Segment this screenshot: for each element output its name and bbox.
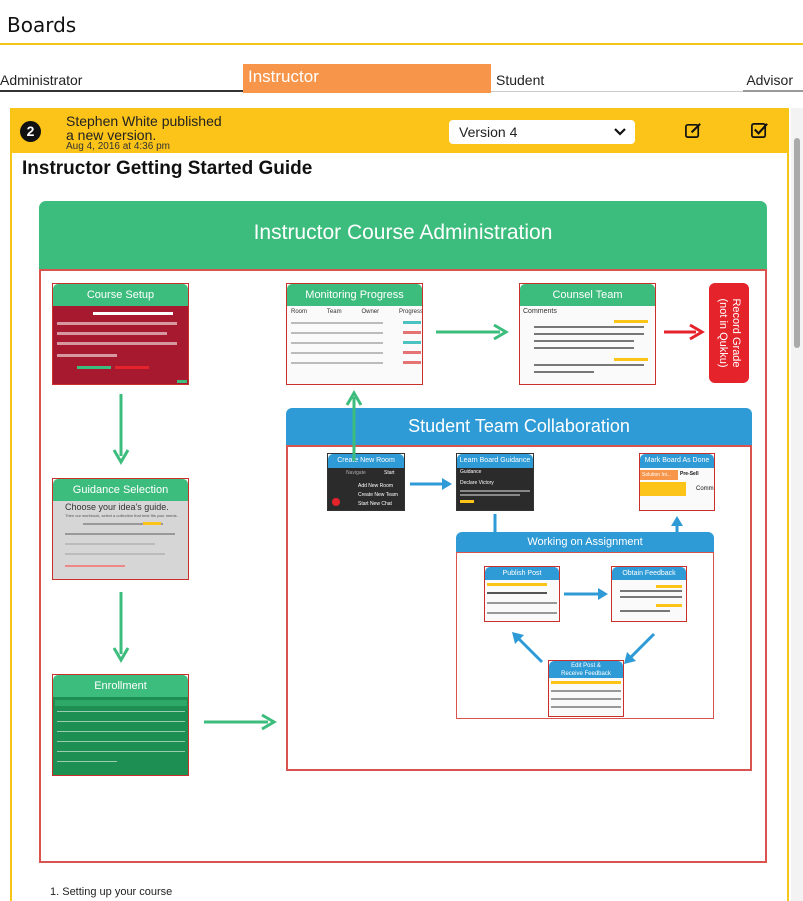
arrow-feedback-to-edit	[624, 632, 656, 664]
edit-post-box: Edit Post & Receive Feedback	[548, 660, 624, 717]
arrow-guidance-to-work	[489, 514, 501, 552]
record-grade-box: Record Grade (not in Qukku)	[709, 283, 749, 383]
enrollment-label: Enrollment	[53, 675, 188, 697]
arrow-edit-to-publish	[512, 632, 544, 664]
step-item-1: 1. Setting up your course	[50, 886, 173, 898]
room-menu-chat: Start New Chat	[358, 501, 392, 507]
checkbox-icon[interactable]	[750, 121, 769, 140]
chevron-down-icon	[614, 128, 626, 136]
version-count-badge: 2	[20, 121, 41, 142]
publish-post-label: Publish Post	[485, 567, 559, 580]
mark-board-done-thumbnail: Solution Ini... Pre-Sell Comm	[640, 468, 714, 510]
learn-board-guidance-label: Learn Board Guidance	[457, 454, 533, 468]
arrow-room-to-guidance	[410, 478, 452, 490]
page-scrollbar[interactable]	[791, 108, 803, 901]
app-title: Boards	[7, 13, 77, 37]
arrow-setup-to-guidance	[112, 394, 130, 465]
obtain-feedback-thumbnail	[612, 580, 686, 621]
monitoring-progress-label: Monitoring Progress	[287, 284, 422, 306]
diagram-header: Instructor Course Administration	[39, 201, 767, 269]
room-nav-label: Navigate	[346, 470, 366, 476]
collaboration-header: Student Team Collaboration	[286, 408, 752, 445]
publish-post-box: Publish Post	[484, 566, 560, 622]
student-collaboration-section: Student Team Collaboration Create New Ro…	[286, 408, 752, 771]
pre-sell-label: Pre-Sell	[680, 471, 699, 477]
board-card: 2 Stephen White published a new version.…	[10, 108, 789, 901]
course-setup-box: Course Setup	[52, 283, 189, 385]
mark-board-done-label: Mark Board As Done	[640, 454, 714, 468]
monitor-col-team: Team	[326, 309, 342, 315]
room-menu-team: Create New Team	[358, 492, 398, 498]
role-tabs: Administrator Instructor Student Advisor	[0, 64, 803, 94]
learn-board-guidance-thumbnail: Guidance Declare Victory	[457, 468, 533, 510]
guidance-selection-thumbnail: Choose your idea's guide. Then our workb…	[53, 501, 188, 579]
tab-advisor[interactable]: Advisor	[743, 64, 803, 92]
publish-date: Aug 4, 2016 at 4:36 pm	[66, 141, 170, 152]
counsel-team-thumbnail: Comments	[520, 306, 655, 384]
publish-post-thumbnail	[485, 580, 559, 621]
room-avatar-icon	[332, 498, 340, 506]
counsel-team-box: Counsel Team Comments	[519, 283, 656, 385]
counsel-team-label: Counsel Team	[520, 284, 655, 306]
room-start-label: Start	[384, 470, 395, 476]
working-on-assignment-section: Working on Assignment Publish Post Obtai…	[456, 532, 714, 719]
steps-list: 1. Setting up your course	[50, 886, 172, 898]
obtain-feedback-label: Obtain Feedback	[612, 567, 686, 580]
working-on-assignment-label: Working on Assignment	[456, 532, 714, 552]
obtain-feedback-box: Obtain Feedback	[611, 566, 687, 622]
scrollbar-thumb[interactable]	[794, 138, 800, 348]
version-select[interactable]: Version 4	[449, 120, 635, 144]
guidance-selection-box: Guidance Selection Choose your idea's gu…	[52, 478, 189, 580]
arrow-publish-to-feedback	[564, 588, 608, 600]
edit-icon[interactable]	[684, 121, 703, 140]
counsel-thumb-comments: Comments	[523, 308, 557, 315]
tab-instructor[interactable]: Instructor	[243, 64, 491, 93]
comments-short-label: Comm	[696, 486, 714, 492]
room-menu-add: Add New Room	[358, 483, 394, 489]
monitor-col-room: Room	[291, 309, 308, 315]
record-grade-label: Record Grade	[730, 298, 742, 368]
edit-post-label-line2: Receive Feedback	[561, 671, 611, 677]
edit-post-label: Edit Post & Receive Feedback	[549, 661, 623, 678]
tab-student[interactable]: Student	[491, 64, 743, 92]
create-new-room-thumbnail: Navigate Start Add New Room Create New T…	[328, 468, 404, 510]
guide-title: Instructor Getting Started Guide	[22, 158, 313, 179]
workflow-diagram: Instructor Course Administration Course …	[39, 201, 767, 863]
app-header: Boards	[0, 0, 803, 45]
guidance-thumb-title: Choose your idea's guide.	[65, 502, 169, 512]
guidance-tab-label: Guidance	[460, 469, 482, 475]
record-grade-note: (not in Qukku)	[717, 298, 729, 368]
mark-board-done-box: Mark Board As Done Solution Ini... Pre-S…	[639, 453, 715, 511]
working-on-assignment-body	[456, 552, 714, 719]
guidance-thumb-sub: Then our workbook, select a collection t…	[65, 513, 178, 518]
solution-tab-label: Solution Ini...	[640, 470, 678, 480]
enrollment-thumbnail	[53, 697, 188, 775]
edit-post-thumbnail	[549, 678, 623, 716]
declare-victory-label: Declare Victory	[460, 480, 494, 486]
monitor-col-owner: Owner	[361, 309, 380, 315]
monitor-col-progress: Progress	[398, 309, 423, 315]
arrow-work-to-done	[671, 516, 683, 552]
collaboration-body	[286, 445, 752, 771]
arrow-counsel-to-grade	[664, 323, 705, 341]
version-bar: 2 Stephen White published a new version.…	[12, 110, 787, 153]
guidance-selection-label: Guidance Selection	[53, 479, 188, 501]
publisher-line-2: a new version.	[66, 127, 157, 143]
tab-administrator[interactable]: Administrator	[0, 64, 243, 92]
course-setup-thumbnail	[53, 306, 188, 384]
enrollment-box: Enrollment	[52, 674, 189, 776]
learn-board-guidance-box: Learn Board Guidance Guidance Declare Vi…	[456, 453, 534, 511]
monitoring-progress-box: Monitoring Progress Room Team Owner Prog…	[286, 283, 423, 385]
arrow-enrollment-to-collaboration	[204, 713, 277, 731]
edit-post-label-line1: Edit Post &	[571, 663, 601, 669]
monitoring-progress-thumbnail: Room Team Owner Progress	[287, 306, 422, 384]
course-setup-label: Course Setup	[53, 284, 188, 306]
arrow-collaboration-to-monitoring	[345, 390, 363, 461]
arrow-guidance-to-enrollment	[112, 592, 130, 663]
publisher-line-1: Stephen White published	[66, 113, 222, 129]
create-new-room-label: Create New Room	[328, 454, 404, 468]
arrow-monitoring-to-counsel	[436, 323, 509, 341]
version-selected-value: Version 4	[459, 124, 518, 140]
create-new-room-box: Create New Room Navigate Start Add New R…	[327, 453, 405, 511]
